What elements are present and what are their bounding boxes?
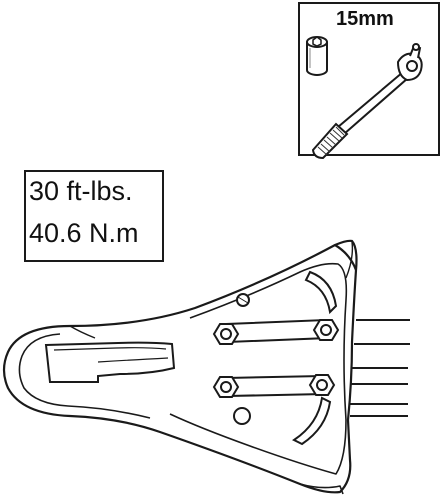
bolt-lower-left — [212, 376, 240, 398]
tool-callout-box — [298, 2, 440, 156]
bolt-upper-right — [312, 319, 340, 341]
bolt-lower-right — [308, 374, 336, 396]
shaft-rods — [350, 319, 410, 417]
socket-size-label: 15mm — [336, 8, 394, 30]
lower-link-bar — [224, 374, 326, 398]
upper-curved-slot — [304, 270, 338, 315]
torque-ftlbs-label: 30 ft-lbs. — [29, 176, 133, 206]
lower-curved-slot — [292, 396, 332, 446]
steering-arm-casting — [2, 239, 358, 495]
torque-nm-label: 40.6 N.m — [29, 218, 139, 248]
casting-pocket — [44, 341, 176, 383]
bolt-upper-left — [212, 323, 240, 345]
upper-link-bar — [224, 318, 330, 344]
torque-spec-box — [24, 170, 164, 262]
small-hole-upper — [236, 293, 250, 307]
ratchet-wrench-icon — [311, 43, 423, 160]
small-hole-lower — [233, 407, 251, 425]
socket-icon — [306, 36, 328, 76]
